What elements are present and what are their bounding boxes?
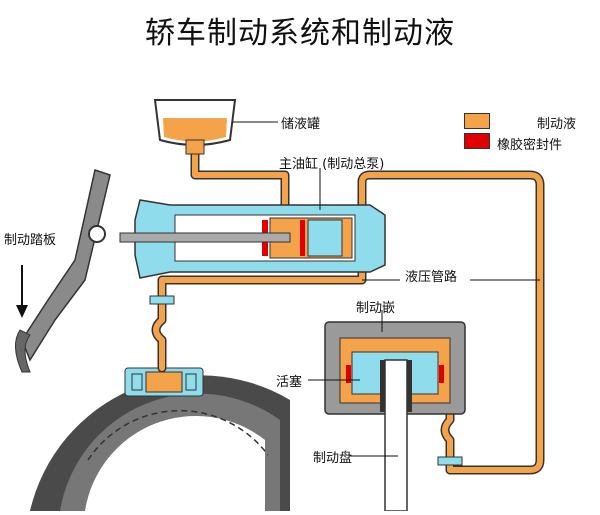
caliper-seal-left: [346, 365, 351, 383]
rear-line: [153, 247, 365, 371]
disc-brake: [324, 321, 466, 512]
fitting-rear: [149, 295, 175, 305]
caliper-seal-right: [439, 365, 444, 383]
legend-swatch-seal: [464, 133, 490, 149]
fitting-caliper: [437, 456, 463, 466]
brake-pedal: [15, 169, 111, 373]
drum-shoe: [87, 409, 269, 461]
pedal-pivot: [88, 225, 106, 243]
reservoir: [153, 99, 237, 155]
label-hydraulic-line: 液压管路: [405, 270, 458, 285]
reservoir-neck: [185, 139, 205, 155]
label-caliper: 制动嵌: [356, 301, 396, 316]
label-brake-disc: 制动盘: [313, 451, 353, 466]
wheel-piston-left: [131, 373, 143, 391]
drum-center: [85, 415, 265, 511]
drum-brake: [30, 367, 290, 511]
pedal-arm: [21, 169, 111, 362]
wheel-cylinder-fluid: [145, 371, 183, 393]
label-brake-pedal: 制动踏板: [4, 233, 57, 248]
reservoir-fluid: [163, 118, 227, 142]
reservoir-line: [192, 137, 288, 211]
piston-seal: [300, 220, 305, 256]
diagram-title: 轿车制动系统和制动液: [145, 16, 455, 51]
brake-disc-shape: [384, 359, 408, 512]
legend-label-fluid: 制动液: [537, 117, 577, 132]
primary-piston: [307, 219, 343, 257]
push-rod: [119, 232, 291, 243]
hydraulic-lines: [153, 137, 543, 473]
wheel-piston-right: [185, 373, 197, 391]
pedal-pad: [15, 329, 31, 373]
front-line: [359, 172, 543, 473]
label-master-cylinder: 主油缸 (制动总泵): [279, 157, 385, 172]
label-reservoir: 储液罐: [281, 117, 321, 132]
legend-label-seal: 橡胶密封件: [497, 138, 563, 153]
label-piston: 活塞: [276, 375, 303, 390]
master-cylinder: [119, 199, 386, 279]
legend-swatch-fluid: [464, 113, 490, 129]
caliper-line: [442, 397, 453, 473]
leader-lines: [232, 121, 540, 457]
pedal-arrowhead: [16, 305, 28, 318]
